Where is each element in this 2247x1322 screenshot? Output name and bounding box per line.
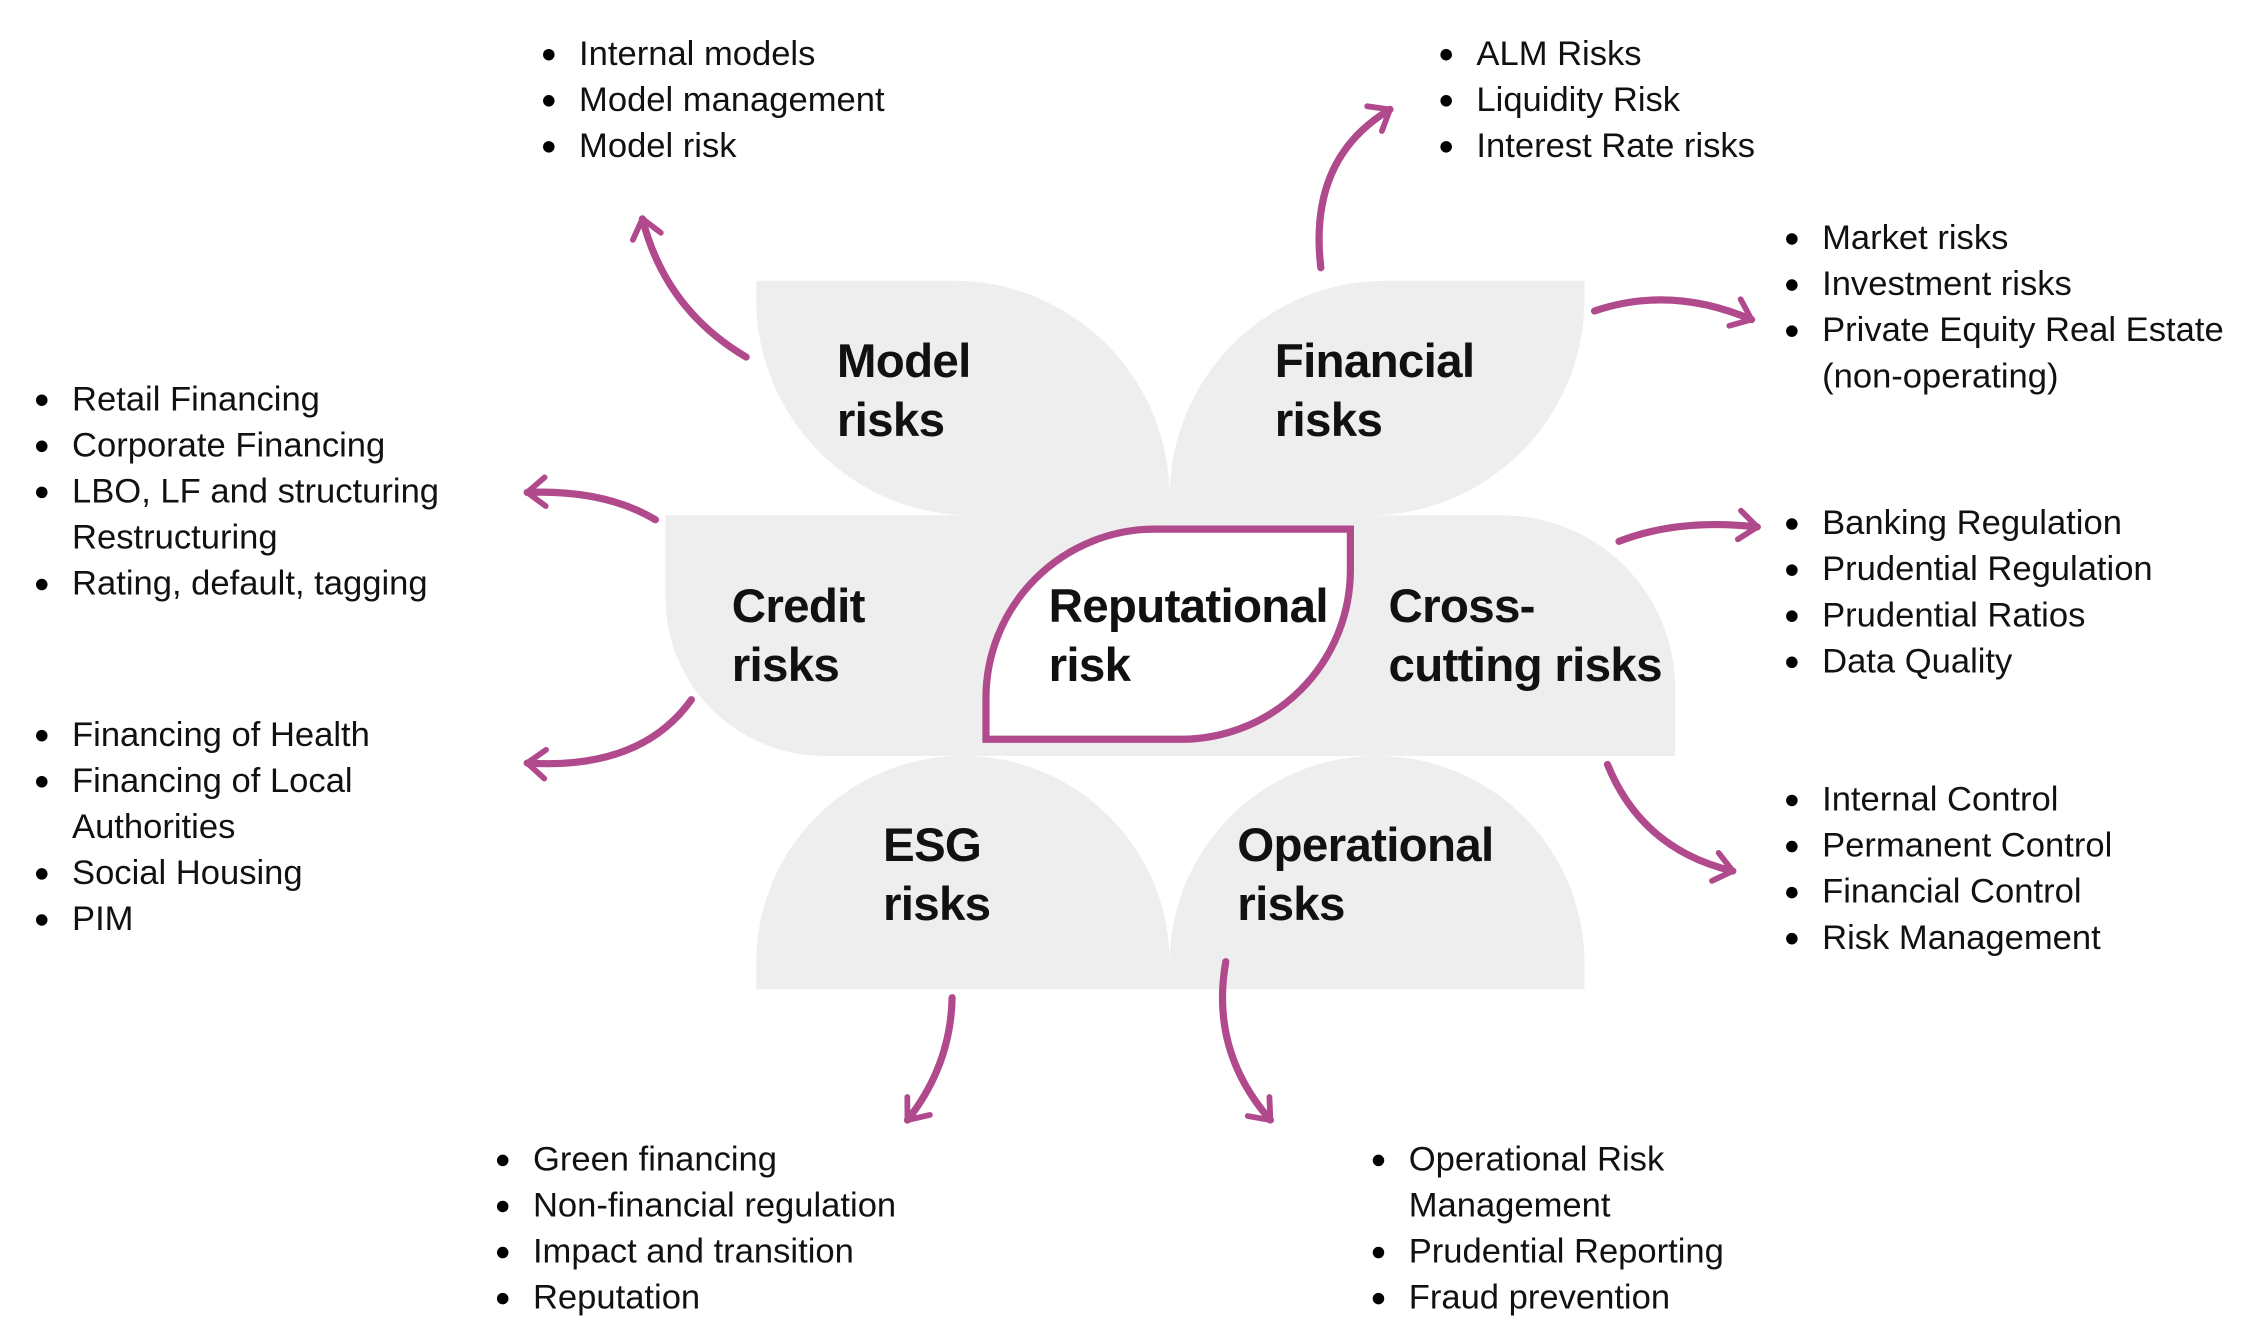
list-item-continuation: Authorities <box>72 807 236 847</box>
list-item: Interest Rate risks <box>1440 124 1755 170</box>
list-item: Permanent Control <box>1786 824 2112 870</box>
list-item: Data Quality <box>1786 639 2153 685</box>
arrow-operational-right <box>1603 760 1737 884</box>
arrow-financial-right <box>1590 296 1756 329</box>
label-line: Financial <box>1274 334 1475 388</box>
label-line: Model <box>836 334 971 388</box>
list-item: PIM <box>36 897 370 943</box>
label-line: Credit <box>731 578 866 633</box>
list-item: Financial Control <box>1786 870 2112 916</box>
list-item: Green financing <box>496 1137 896 1183</box>
list-item: Rating, default, tagging <box>36 561 439 607</box>
arrow-credit-top <box>523 474 659 524</box>
list-item: Financing of Health <box>36 713 370 759</box>
label-line: risks <box>1274 393 1383 447</box>
list-item: LBO, LF and structuring <box>36 469 439 515</box>
list-item: Prudential Reporting <box>1372 1230 1724 1276</box>
list-item: Impact and transition <box>496 1230 896 1276</box>
label-line: risks <box>1237 876 1345 931</box>
label-line: Operational <box>1237 817 1494 872</box>
label-line: risks <box>731 637 840 692</box>
list-item-continuation: Restructuring <box>72 518 278 558</box>
list-item: Risk Management <box>1786 916 2112 962</box>
label-cross: Cross-cutting risks <box>1388 576 1663 694</box>
list-item: ALM Risks <box>1440 32 1755 78</box>
arrow-model <box>630 215 750 361</box>
arrow-esg <box>903 994 956 1124</box>
list-item: Model risk <box>543 124 885 170</box>
list-item: Operational Risk <box>1372 1137 1724 1183</box>
arrow-operational-bottom <box>1218 958 1275 1124</box>
list-item: Internal models <box>543 32 885 78</box>
list-item: Non-financial regulation <box>496 1183 896 1229</box>
list-item: Retail Financing <box>36 377 439 423</box>
list-item: Liquidity Risk <box>1440 78 1755 124</box>
label-line: risk <box>1048 637 1131 692</box>
arrow-cross <box>1615 507 1761 545</box>
label-line: risks <box>836 393 945 447</box>
petal-credit <box>665 515 1026 756</box>
list-item: Corporate Financing <box>36 423 439 469</box>
list-item-continuation: (non-operating) <box>1822 357 2059 396</box>
list-item: Prudential Regulation <box>1786 547 2153 593</box>
list-item: Fraud prevention <box>1372 1276 1724 1322</box>
list-item: Private Equity Real Estate <box>1786 308 2224 354</box>
label-line: cutting risks <box>1388 637 1663 692</box>
list-item: Banking Regulation <box>1786 501 2153 547</box>
label-line: risks <box>882 876 991 931</box>
list-item: Model management <box>543 78 885 124</box>
list-item: Internal Control <box>1786 777 2112 823</box>
list-item: Prudential Ratios <box>1786 593 2153 639</box>
label-line: Reputational <box>1048 578 1329 633</box>
list-item: Financing of Local <box>36 759 370 805</box>
label-line: ESG <box>882 817 982 872</box>
list-item: Social Housing <box>36 851 370 897</box>
label-line: Cross- <box>1388 578 1536 633</box>
arrow-credit-bottom <box>523 696 695 782</box>
list-item: Investment risks <box>1786 262 2224 308</box>
list-item-continuation: Management <box>1408 1186 1611 1226</box>
arrow-financial-top <box>1315 103 1394 272</box>
list-item: Market risks <box>1786 216 2224 262</box>
list-item: Reputation <box>496 1276 896 1322</box>
